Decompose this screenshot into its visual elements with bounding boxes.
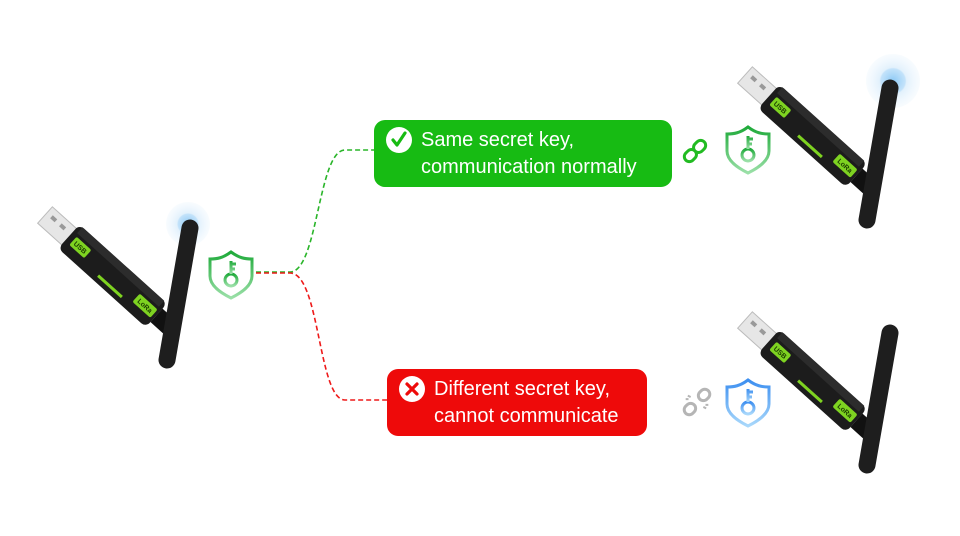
- same-key-line1: Same secret key,: [421, 128, 575, 151]
- different-key-line2: cannot communicate: [434, 404, 619, 427]
- shield-key-icon: [725, 378, 771, 428]
- different-key-line1: Different secret key,: [434, 377, 610, 400]
- broken-link-icon: [682, 387, 712, 417]
- different-key-callout: Different secret key, cannot communicate: [387, 369, 647, 436]
- shield-key-icon: [725, 125, 771, 175]
- shield-key-icon: [208, 250, 254, 300]
- same-key-line2: communication normally: [421, 155, 637, 178]
- same-key-callout: Same secret key, communication normally: [374, 120, 672, 187]
- failure-connection-line: [256, 272, 387, 401]
- link-icon: [682, 138, 708, 164]
- check-circle-icon: [386, 127, 412, 153]
- success-connection-line: [256, 149, 374, 273]
- x-circle-icon: [399, 376, 425, 402]
